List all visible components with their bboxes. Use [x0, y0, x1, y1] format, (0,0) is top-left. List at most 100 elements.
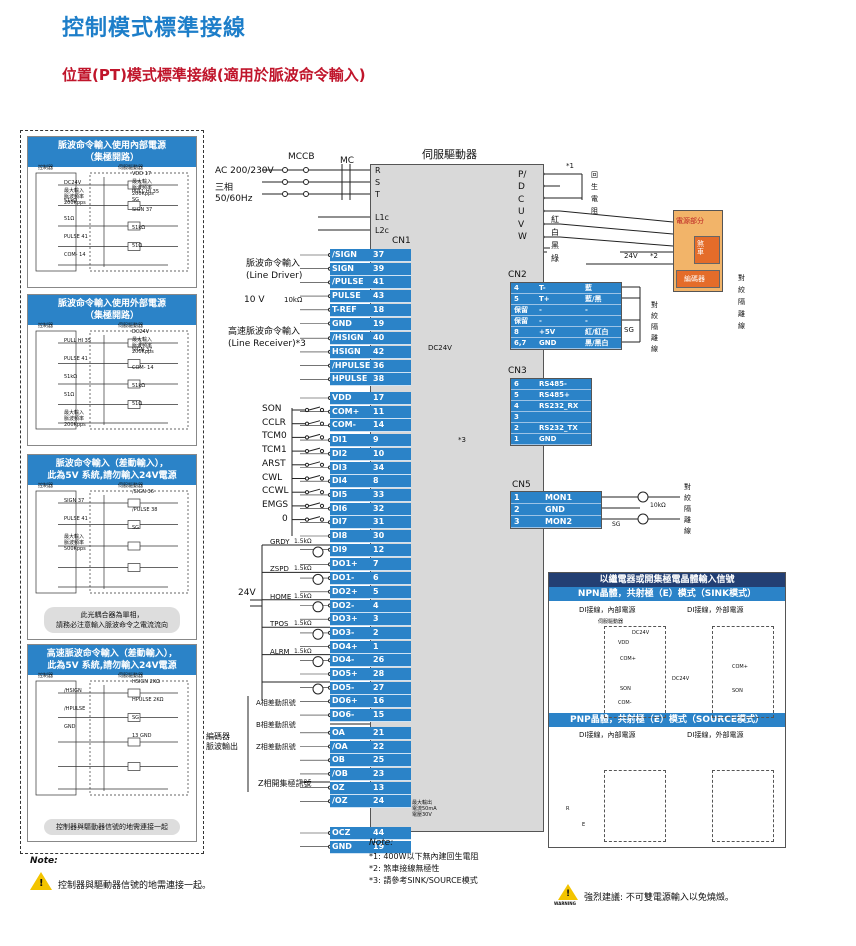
terminal-dot: [304, 435, 310, 440]
regen-label: 生: [591, 183, 598, 191]
di-label: SON: [262, 404, 282, 414]
right-panel-label: SON: [620, 686, 631, 692]
right-panel-drive-box: [712, 626, 774, 718]
cn2-signal: T+: [539, 295, 550, 303]
right-panel-label: R: [566, 806, 570, 812]
cn2-wire-color: 黑/黑白: [585, 339, 609, 347]
cn1-pin: DO6-15: [330, 709, 411, 723]
note-item-3: *3: 請參考SINK/SOURCE模式: [369, 876, 478, 885]
warning-word: WARNING: [554, 901, 576, 906]
input-terminal-label: T: [375, 190, 380, 199]
right-panel-label: COM+: [620, 656, 636, 662]
cn3-signal: RS232_RX: [539, 402, 579, 410]
terminal-dot: [312, 683, 324, 695]
right-panel-label: COM-: [618, 700, 632, 706]
encoder-label: A相差動訊號: [256, 699, 296, 707]
cn1-pin-number: 3: [373, 614, 379, 624]
hpulse-input-label: 高速脈波命令輸入 (Line Receiver)*3: [228, 327, 306, 349]
terminal-dot: [319, 490, 325, 495]
star2-label: *2: [650, 252, 658, 260]
cn1-pin-name: DO3-: [332, 627, 355, 637]
cn2-pin: 保留: [514, 306, 528, 314]
phase-label: 三相: [215, 183, 234, 193]
dc24v-top: DC24V: [428, 344, 452, 352]
terminal-dot: [304, 421, 310, 426]
terminal-dot: [319, 449, 325, 454]
cn5-signal: GND: [545, 505, 565, 514]
terminal-dot: [282, 167, 288, 173]
cn1-pin-name: /HPULSE: [332, 360, 371, 370]
pulse-input-label: 脈波命令輸入 (Line Driver): [246, 259, 303, 281]
left-panel-label: PULL HI 35: [132, 189, 160, 195]
cn1-pin-number: 26: [373, 655, 385, 665]
warning-icon-right: [558, 884, 578, 900]
left-panel-label: 51kΩ: [64, 198, 78, 204]
left-panel-label: PULL HI 35: [64, 338, 92, 344]
cn1-pin-number: 10: [373, 448, 385, 458]
cn1-pin-number: 34: [373, 462, 385, 472]
cn3-row: 4 RS232_RX: [511, 401, 591, 412]
left-panel-label: SG: [132, 197, 140, 203]
pnp-sub-external: DI接線，外部電源: [687, 731, 744, 739]
cn1-pin-number: 7: [373, 559, 379, 569]
right-panel-title: 以繼電器或開集極電晶體輸入信號: [549, 573, 785, 587]
do-label: GRDY: [270, 538, 290, 546]
cn1-pin-number: 11: [373, 406, 385, 416]
cn3-signal: GND: [539, 435, 557, 443]
right-panel: 以繼電器或開集極電晶體輸入信號 NPN晶體，共射極（E）模式（SINK模式） D…: [548, 572, 786, 848]
left-panel-schematic: [35, 680, 189, 796]
cn3-signal: RS485-: [539, 380, 567, 388]
terminal-dot: [312, 546, 324, 558]
cn3-pin: 4: [514, 402, 519, 410]
cn1-pin-number: 4: [373, 600, 379, 610]
left-panel-label: PULSE 41: [64, 356, 88, 362]
pnp-title: PNP晶體，共射極（E）模式（SOURCE模式）: [549, 713, 785, 727]
note-item-1: *1: 400W以下無內建回生電阻: [369, 852, 479, 861]
terminal-dot: [282, 191, 288, 197]
di-label: CCLR: [262, 417, 286, 428]
cn1-pin-name: GND: [332, 318, 352, 328]
cn1-pin-number: 39: [373, 263, 385, 273]
terminal-dot: [312, 628, 324, 640]
left-panel-label: 51kΩ: [64, 374, 78, 380]
cn1-pin-number: 13: [373, 782, 385, 792]
left-panel-differential: 脈波命令輸入（差動輸入）， 此為5V 系統,請勿輸入24V電源控制器伺服驅動器/…: [27, 454, 197, 640]
left-panel-label: 控制器: [38, 323, 54, 329]
tref-voltage: 10 V: [244, 295, 265, 305]
right-panel-drive-box: [604, 770, 666, 842]
cn1-pin-number: 19: [373, 318, 385, 328]
cn1-pin-number: 24: [373, 796, 385, 806]
cn1-pin-number: 32: [373, 503, 385, 513]
terminal-dot: [319, 421, 325, 426]
cn1-pin-number: 31: [373, 517, 385, 527]
cn1-pin-name: DO4-: [332, 655, 355, 665]
do-voltage: 24V: [238, 588, 256, 598]
pot-label: 10kΩ: [284, 296, 303, 304]
wire: [308, 475, 321, 479]
di-label: 0: [282, 513, 288, 524]
terminal-dot: [304, 517, 310, 522]
cn2-row: 保留--: [511, 305, 621, 316]
cn1-pin-name: SIGN: [332, 263, 354, 273]
cn1-pin-number: 44: [373, 828, 385, 837]
cn1-pin-number: 16: [373, 696, 385, 706]
left-panel-schematic: [35, 490, 189, 594]
cn1-pin-number: 15: [373, 710, 385, 720]
cn1-pin-number: 38: [373, 374, 385, 384]
left-panel-title: 高速脈波命令輸入（差動輸入）， 此為5V 系統,請勿輸入24V電源: [28, 645, 196, 675]
cn1-pin-name: DO2-: [332, 600, 355, 610]
cn1-pin: DO3+3: [330, 613, 411, 627]
left-panel-label: 51Ω: [132, 401, 143, 407]
left-panel-label: /HSIGN: [64, 688, 82, 694]
cn2-wire-color: 藍: [585, 284, 592, 292]
